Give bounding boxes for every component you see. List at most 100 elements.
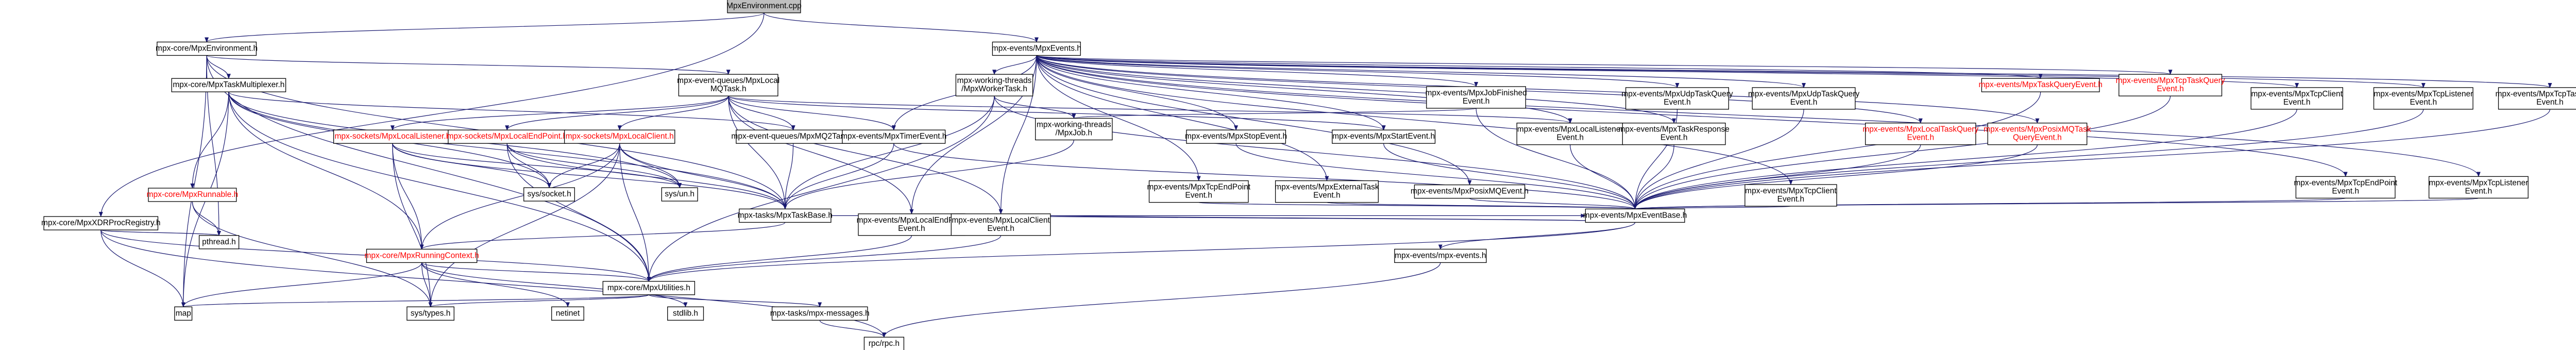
- node-label: netinet: [556, 309, 580, 318]
- graph-edges: [101, 13, 2550, 337]
- node-label: Event.h: [1777, 195, 1805, 204]
- node-start[interactable]: mpx-events/MpxStartEvent.h: [1332, 130, 1435, 143]
- node-tcpc2[interactable]: mpx-events/MpxTcpClientEvent.h: [2251, 88, 2343, 109]
- node-jobfin[interactable]: mpx-events/MpxJobFinishedEvent.h: [1425, 87, 1527, 108]
- node-env[interactable]: mpx-core/MpxEnvironment.h: [156, 42, 258, 56]
- node-label: Event.h: [2157, 85, 2184, 93]
- node-stdlib[interactable]: stdlib.h: [668, 307, 704, 320]
- node-slc[interactable]: mpx-sockets/MpxLocalClient.h: [565, 130, 675, 143]
- node-qlocal[interactable]: mpx-event-queues/MpxLocalMQTask.h: [677, 74, 779, 96]
- node-timer[interactable]: mpx-events/MpxTimerEvent.h: [841, 130, 946, 143]
- edge-wt-utilities: [649, 96, 994, 281]
- edge-taskbase-running: [422, 222, 785, 249]
- node-udpq[interactable]: mpx-events/MpxUdpTaskQueryEvent.h: [1621, 88, 1733, 109]
- edge-ext-eventbase: [1327, 203, 1635, 209]
- node-label: Event.h: [1463, 97, 1490, 106]
- node-posixmq[interactable]: mpx-events/MpxPosixMQEvent.h: [1411, 185, 1529, 198]
- node-tq[interactable]: mpx-events/MpxTaskQueryEvent.h: [1979, 78, 2103, 92]
- node-label: mpx-core/MpxTaskMultiplexer.h: [173, 80, 284, 89]
- node-label: Event.h: [1660, 134, 1688, 142]
- node-lle[interactable]: mpx-events/MpxLocalListenerEvent.h: [1517, 123, 1623, 145]
- node-tcpep2[interactable]: mpx-events/MpxTcpEndPointEvent.h: [2294, 176, 2397, 198]
- node-label: mpx-core/MpxRunningContext.h: [364, 251, 479, 260]
- node-map[interactable]: map: [175, 307, 192, 320]
- node-tmsg[interactable]: mpx-tasks/mpx-messages.h: [770, 307, 870, 320]
- edge-slc-sysun: [620, 143, 680, 188]
- edge-qlocal-qmq2: [728, 96, 793, 130]
- node-pmq2[interactable]: mpx-events/MpxPosixMQTaskQueryEvent.h: [1984, 123, 2091, 145]
- node-taskbase[interactable]: mpx-tasks/MpxTaskBase.h: [738, 209, 833, 222]
- node-qmq2[interactable]: mpx-event-queues/MpxMQ2Task.h: [731, 130, 855, 143]
- graph-nodes: MpxEnvironment.cpp mpx-core/MpxEnvironmen…: [41, 0, 2576, 350]
- edge-eventbase-mpxeventsh: [1440, 222, 1635, 249]
- node-tcpl[interactable]: mpx-events/MpxTcpListenerEvent.h: [2374, 88, 2473, 109]
- node-tcpl2[interactable]: mpx-events/MpxTcpListenerEvent.h: [2429, 176, 2528, 198]
- edge-lce-utilities: [649, 236, 1001, 281]
- node-mpxjob[interactable]: mpx-working-threads/MpxJob.h: [1036, 119, 1112, 140]
- edge-lce-eventbase: [1001, 214, 1635, 223]
- node-pthread[interactable]: pthread.h: [199, 236, 239, 249]
- edge-tcptq-eventbase: [1635, 96, 2171, 209]
- node-udpq2[interactable]: mpx-events/MpxUdpTaskQueryEvent.h: [1748, 88, 1859, 109]
- edge-lle-eventbase: [1570, 145, 1635, 209]
- node-label: mpx-events/MpxLocalEndPoint: [857, 216, 967, 225]
- node-label: Event.h: [1556, 134, 1584, 142]
- node-syssock[interactable]: sys/socket.h: [524, 188, 575, 201]
- node-tmx[interactable]: mpx-core/MpxTaskMultiplexer.h: [172, 78, 285, 92]
- node-label: mpx-core/MpxXDRProcRegistry.h: [41, 219, 160, 227]
- node-label: mpx-working-threads: [957, 76, 1032, 85]
- node-eventbase[interactable]: mpx-events/MpxEventBase.h: [1583, 209, 1687, 222]
- node-label: mpx-events/MpxStopEvent.h: [1185, 132, 1287, 141]
- node-label: mpx-events/MpxPosixMQTask: [1984, 125, 2091, 134]
- node-label: Event.h: [2536, 98, 2564, 107]
- node-utilities[interactable]: mpx-core/MpxUtilities.h: [603, 281, 694, 295]
- node-label: mpx-events/MpxLocalListener: [1517, 125, 1623, 134]
- edge-events-pmq2: [1037, 56, 2037, 123]
- node-label: mpx-events/MpxTcpClient: [2251, 90, 2343, 98]
- edge-root-env: [207, 13, 764, 42]
- node-label: mpx-events/MpxUdpTaskQuery: [1621, 90, 1733, 98]
- node-stop[interactable]: mpx-events/MpxStopEvent.h: [1185, 130, 1287, 143]
- node-tresp[interactable]: mpx-events/MpxTaskResponseEvent.h: [1619, 123, 1730, 145]
- node-systypes[interactable]: sys/types.h: [407, 307, 454, 320]
- node-label: mpx-events/MpxPosixMQEvent.h: [1411, 187, 1529, 196]
- node-tcptq[interactable]: mpx-events/MpxTcpTaskQueryEvent.h: [2116, 74, 2225, 96]
- node-label: sys/socket.h: [527, 190, 571, 198]
- edge-jobfin-mpxjob: [1074, 108, 1476, 119]
- node-tcptq2[interactable]: mpx-events/MpxTcpTaskQueryEvent.h: [2495, 88, 2576, 109]
- edge-env-tmx: [207, 56, 229, 79]
- node-leep[interactable]: mpx-events/MpxLocalEndPointEvent.h: [857, 214, 967, 236]
- node-mpxeventsh[interactable]: mpx-events/mpx-events.h: [1395, 249, 1486, 262]
- node-label: stdlib.h: [673, 309, 698, 318]
- edge-events-tcpl2: [1037, 56, 2479, 177]
- node-root[interactable]: MpxEnvironment.cpp: [726, 0, 802, 13]
- node-tcpc[interactable]: mpx-events/MpxTcpClientEvent.h: [1745, 185, 1837, 206]
- node-events[interactable]: mpx-events/MpxEvents.h: [992, 42, 1081, 56]
- node-netinet[interactable]: netinet: [552, 307, 584, 320]
- node-label: mpx-core/MpxUtilities.h: [607, 284, 690, 292]
- node-sll[interactable]: mpx-sockets/MpxLocalListener.h: [334, 130, 452, 143]
- node-xdr[interactable]: mpx-core/MpxXDRProcRegistry.h: [41, 216, 160, 230]
- node-label: mpx-sockets/MpxLocalClient.h: [566, 132, 674, 141]
- node-tcpep[interactable]: mpx-events/MpxTcpEndPointEvent.h: [1147, 181, 1250, 203]
- node-label: mpx-event-queues/MpxMQ2Task.h: [731, 132, 855, 141]
- edge-events-tcpc: [1037, 56, 1791, 185]
- node-label: Event.h: [2465, 187, 2493, 195]
- node-wt[interactable]: mpx-working-threads/MpxWorkerTask.h: [956, 74, 1032, 96]
- node-sysun[interactable]: sys/un.h: [662, 188, 698, 201]
- node-ext[interactable]: mpx-events/MpxExternalTaskEvent.h: [1275, 181, 1379, 203]
- node-lq[interactable]: mpx-events/MpxLocalTaskQueryEvent.h: [1862, 123, 1978, 145]
- node-slep[interactable]: mpx-sockets/MpxLocalEndPoint.h: [447, 130, 567, 143]
- node-rpc[interactable]: rpc/rpc.h: [864, 337, 904, 350]
- node-label: mpx-events/MpxTcpEndPoint: [1147, 183, 1250, 192]
- edge-running-map: [183, 262, 422, 307]
- node-lce[interactable]: mpx-events/MpxLocalClientEvent.h: [951, 214, 1050, 236]
- edge-sll-taskbase: [393, 143, 785, 209]
- edge-tmsg-rpc: [820, 320, 884, 337]
- edge-qlocal-slep: [507, 96, 728, 130]
- node-runnable[interactable]: mpx-core/MpxRunnable.h: [147, 188, 238, 202]
- edge-sll-running: [393, 143, 422, 249]
- edge-sll-sysun: [393, 143, 680, 188]
- node-running[interactable]: mpx-core/MpxRunningContext.h: [364, 249, 479, 262]
